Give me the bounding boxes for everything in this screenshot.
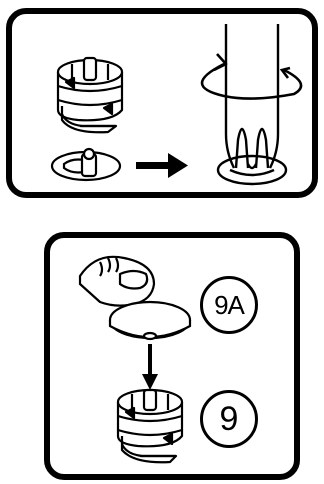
step-label-9a: 9A: [214, 292, 244, 318]
right-arrow-icon: [136, 153, 188, 178]
down-arrow-icon: [142, 344, 158, 390]
cam-lock-icon: [58, 58, 122, 132]
step-label-9: 9: [220, 402, 239, 436]
instruction-panel-press-cap: 9A 9: [44, 232, 300, 480]
rotate-clockwise-icon: [202, 54, 301, 99]
instruction-panel-rotate: [6, 8, 318, 198]
finger-press-icon: [80, 257, 154, 306]
step-badge-9: 9: [200, 390, 258, 448]
screwdriver-icon: [218, 24, 286, 184]
dowel-pin-icon: [52, 149, 120, 180]
rotate-illustration: [12, 14, 312, 192]
cap-icon: [110, 302, 190, 339]
step-badge-9a: 9A: [200, 276, 258, 334]
press-cap-illustration: [50, 238, 294, 474]
cam-lock-icon: [118, 390, 182, 462]
